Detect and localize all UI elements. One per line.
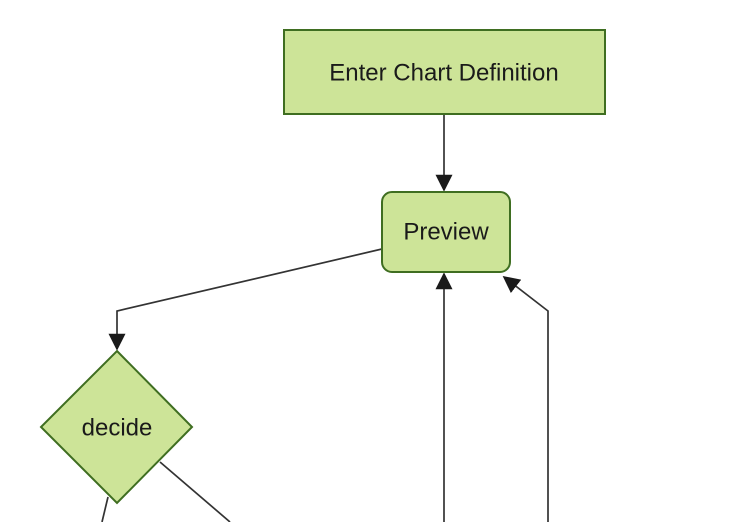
edge-preview-to-decide [108, 248, 383, 351]
decide-label: decide [82, 415, 153, 442]
enter-chart-definition-box [283, 29, 606, 115]
node-enter-chart-definition: Enter Chart Definition [283, 29, 606, 115]
edge-decide-down-right [159, 461, 231, 522]
decide-diamond [39, 349, 194, 505]
preview-box [381, 191, 511, 273]
preview-label: Preview [403, 219, 489, 246]
edge-decide-down-left [101, 496, 109, 522]
enter-chart-definition-label: Enter Chart Definition [329, 60, 558, 87]
edge-layer [101, 114, 549, 522]
node-preview: Preview [381, 191, 511, 273]
node-decide: decide [39, 349, 194, 505]
edge-bottom-right-to-preview [502, 275, 549, 522]
